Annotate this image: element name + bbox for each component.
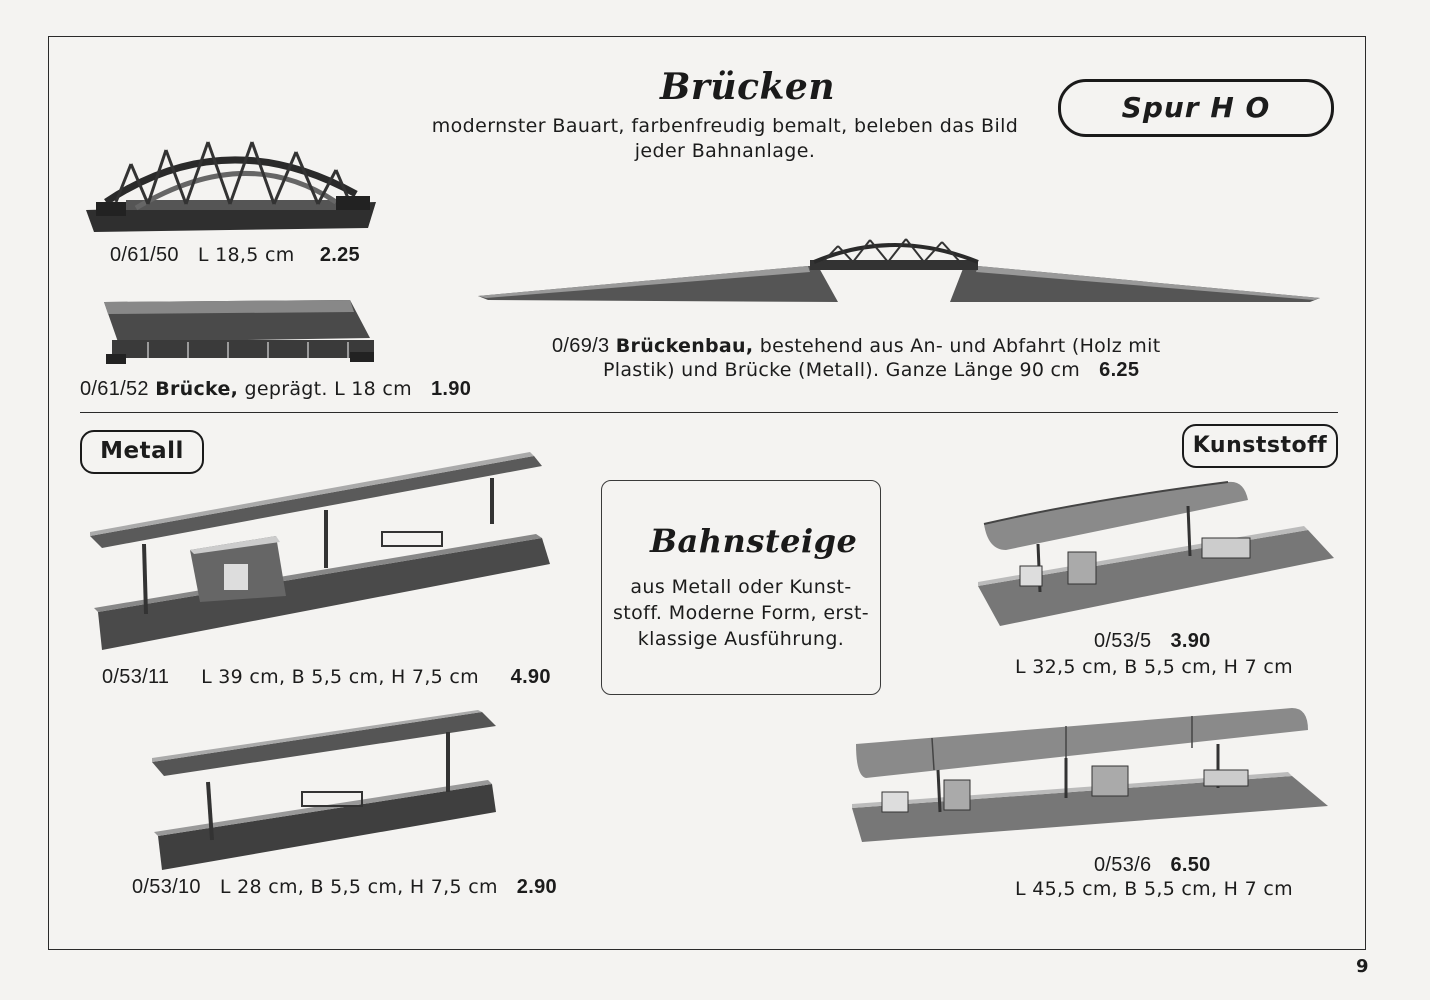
- bridge-item-2-price: 1.90: [431, 378, 472, 400]
- bridge-item-3-code: 0/69/3: [552, 335, 610, 357]
- bridges-subtitle-line1: modernster Bauart, farbenfreudig bemalt,…: [431, 115, 1019, 137]
- bridges-subtitle: modernster Bauart, farbenfreudig bemalt,…: [420, 114, 1030, 164]
- platform-item-4-code: 0/53/6: [1094, 854, 1152, 876]
- plate-bridge-illustration: [104, 300, 374, 364]
- platform-item-4-desc: L 45,5 cm, B 5,5 cm, H 7 cm: [1015, 878, 1293, 900]
- bridge-item-3-price: 6.25: [1099, 359, 1140, 381]
- platform-item-1-desc: L 39 cm, B 5,5 cm, H 7,5 cm: [201, 666, 479, 688]
- platform-item-4-code-line: 0/53/6 6.50: [1094, 854, 1211, 877]
- platforms-text-line1: aus Metall oder Kunst-: [630, 576, 852, 598]
- bridge-item-3-name: Brückenbau,: [615, 335, 754, 357]
- platform-item-4-price: 6.50: [1170, 854, 1211, 876]
- bridge-item-2-caption: 0/61/52 Brücke, geprägt. L 18 cm 1.90: [80, 378, 471, 401]
- bridge-item-2-code: 0/61/52: [80, 378, 149, 400]
- bridge-set-illustration: [478, 238, 1320, 302]
- bridge-item-1-caption: 0/61/50 L 18,5 cm 2.25: [110, 244, 360, 267]
- page-number: 9: [1356, 956, 1369, 977]
- platforms-info-box: [601, 480, 881, 695]
- page-frame: [48, 36, 1366, 950]
- bridge-item-1-code: 0/61/50: [110, 244, 179, 266]
- bridge-item-1-desc: L 18,5 cm: [197, 244, 295, 266]
- metal-platform-large-illustration: [90, 452, 550, 650]
- bridges-title: Brücken: [660, 66, 836, 108]
- section-divider: [80, 412, 1338, 413]
- platform-item-3-desc: L 32,5 cm, B 5,5 cm, H 7 cm: [1015, 656, 1293, 678]
- bridge-item-3-desc-line1: bestehend aus An- und Abfahrt (Holz mit: [759, 335, 1161, 357]
- bridge-item-2-name: Brücke,: [155, 378, 239, 400]
- bridge-item-1-price: 2.25: [319, 244, 360, 266]
- platforms-title: Bahnsteige: [650, 522, 858, 560]
- platform-item-2-desc: L 28 cm, B 5,5 cm, H 7,5 cm: [219, 876, 498, 898]
- plastic-platform-long-illustration: [852, 708, 1328, 842]
- metal-badge: Metall: [80, 430, 204, 474]
- bridge-item-3-desc-line2: Plastik) und Brücke (Metall). Ganze Läng…: [603, 359, 1081, 381]
- platforms-text: aus Metall oder Kunst- stoff. Moderne Fo…: [604, 574, 878, 652]
- platform-item-3-price: 3.90: [1170, 630, 1211, 652]
- platform-item-1-price: 4.90: [510, 666, 551, 688]
- arch-bridge-illustration: [86, 141, 376, 232]
- platform-item-1-caption: 0/53/11 L 39 cm, B 5,5 cm, H 7,5 cm 4.90: [102, 666, 551, 689]
- platform-item-3-code-line: 0/53/5 3.90: [1094, 630, 1211, 653]
- plastic-platform-medium-illustration: [978, 481, 1334, 626]
- platform-item-1-code: 0/53/11: [102, 666, 170, 688]
- bridge-item-2-desc: geprägt. L 18 cm: [244, 378, 412, 400]
- platform-item-3-code: 0/53/5: [1094, 630, 1152, 652]
- platform-item-2-code: 0/53/10: [132, 876, 201, 898]
- plastic-badge: Kunststoff: [1182, 424, 1338, 468]
- platform-item-2-price: 2.90: [516, 876, 557, 898]
- metal-platform-small-illustration: [152, 710, 496, 870]
- spur-badge: Spur H O: [1058, 79, 1334, 137]
- platform-item-2-caption: 0/53/10 L 28 cm, B 5,5 cm, H 7,5 cm 2.90: [132, 876, 557, 899]
- bridge-item-3-caption: 0/69/3 Brückenbau, bestehend aus An- und…: [552, 334, 1160, 382]
- platforms-text-line2: stoff. Moderne Form, erst-: [612, 602, 870, 624]
- platforms-text-line3: klassige Ausführung.: [637, 628, 845, 650]
- bridges-subtitle-line2: jeder Bahnanlage.: [634, 140, 816, 162]
